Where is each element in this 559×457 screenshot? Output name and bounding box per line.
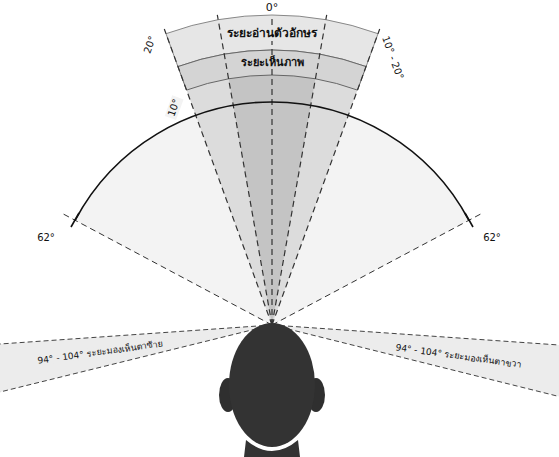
angle-label: 10° - 20° (379, 33, 407, 83)
angle-label: 62° (481, 232, 503, 244)
angle-label: 62° (35, 232, 57, 244)
peripheral-arc (75, 102, 469, 220)
right-94-line (272, 325, 559, 345)
left-20-line (164, 29, 272, 325)
angle-label: 20° (141, 33, 159, 57)
band-label: ระยะอ่านตัวอักษร (225, 27, 319, 41)
left-62-line (60, 212, 272, 325)
arc-end-tick (71, 213, 79, 227)
band-label: ระยะเห็นภาพ (239, 57, 306, 70)
eye-range-label: 94° - 104° ระยะมองเห็นตาขวา (393, 342, 524, 370)
arc-end-tick (465, 213, 473, 227)
right-62-line (272, 212, 484, 325)
neck (244, 440, 300, 457)
eye-range-label: 94° - 104° ระยะมองเห็นตาซ้าย (35, 338, 166, 366)
angle-label: 0° (264, 2, 281, 15)
right-20-line (272, 29, 380, 325)
angle-label: 10° (165, 96, 183, 120)
head (229, 323, 315, 447)
